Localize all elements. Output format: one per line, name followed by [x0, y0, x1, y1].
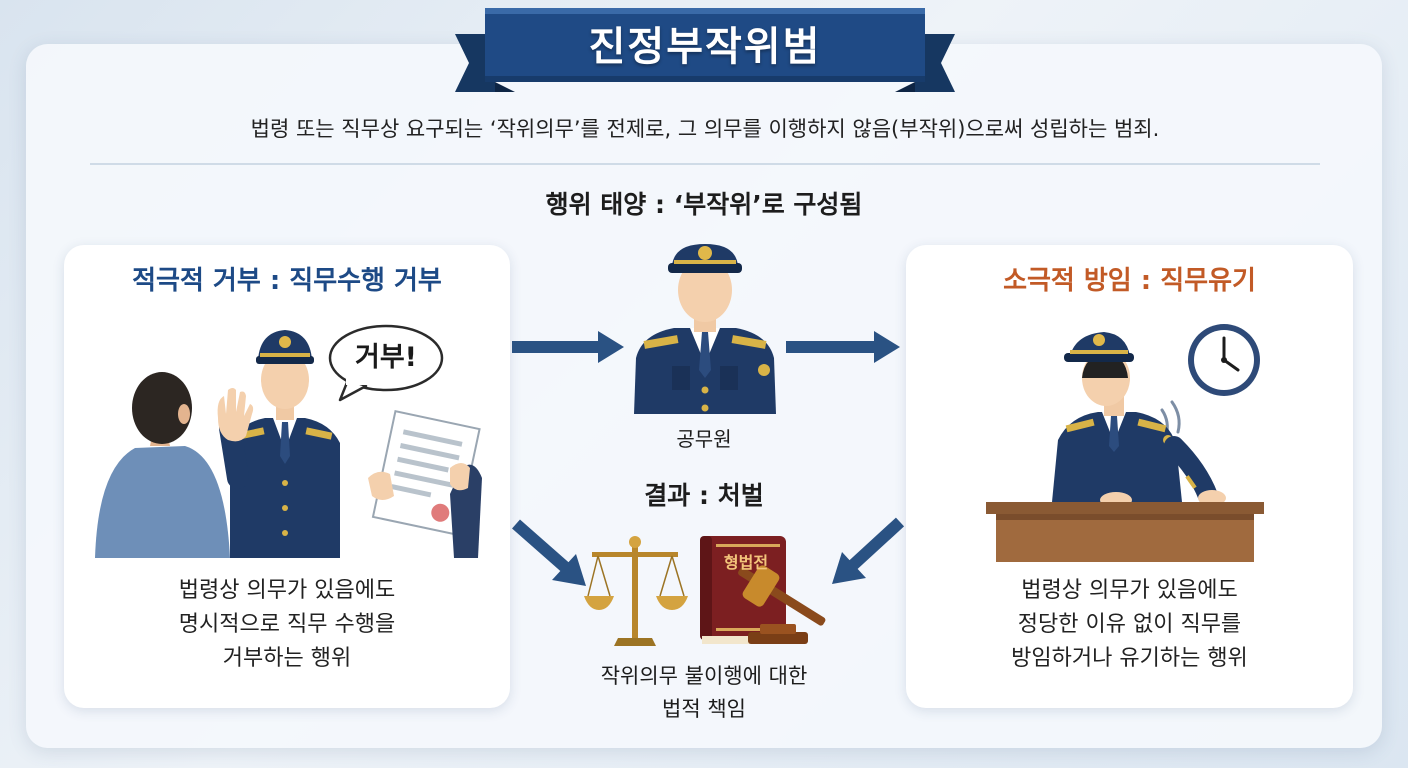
- refusal-illustration: [95, 330, 482, 558]
- justice-illustration: [584, 536, 826, 646]
- desk: [986, 502, 1264, 562]
- result-title: 결과 : 처벌: [644, 481, 764, 510]
- gavel-icon: [738, 565, 826, 644]
- arrow-right-icon-2: [786, 331, 900, 363]
- divider: [90, 163, 1320, 165]
- right-desc-line-1: 법령상 의무가 있음에도: [1021, 578, 1238, 603]
- title-banner: [455, 8, 955, 92]
- clock-icon: [1188, 324, 1260, 396]
- right-desc-line-3: 방임하거나 유기하는 행위: [1011, 646, 1248, 671]
- left-panel-description: 법령상 의무가 있음에도 명시적으로 직무 수행을 거부하는 행위: [64, 574, 510, 676]
- scales-icon: [584, 536, 688, 646]
- arrow-down-left-icon: [832, 517, 905, 584]
- officer-figure-right: [1052, 332, 1226, 508]
- law-book-icon: [700, 536, 786, 644]
- definition-text: 법령 또는 직무상 요구되는 ‘작위의무’를 전제로, 그 의무를 이행하지 않…: [250, 117, 1160, 141]
- left-desc-line-1: 법령상 의무가 있음에도: [178, 578, 396, 603]
- left-panel-heading: 적극적 거부 : 직무수행 거부: [132, 266, 442, 296]
- right-panel-heading: 소극적 방임 : 직무유기: [1003, 266, 1256, 296]
- page-title: 진정부작위범: [588, 24, 822, 70]
- subtitle: 행위 태양 : ‘부작위’로 구성됨: [545, 190, 863, 219]
- result-description: 작위의무 불이행에 대한 법적 책임: [544, 660, 864, 726]
- official-figure: [634, 244, 776, 414]
- left-desc-line-2: 명시적으로 직무 수행을: [178, 612, 396, 637]
- result-desc-line-2: 법적 책임: [662, 697, 746, 721]
- neglect-illustration: [986, 324, 1264, 562]
- official-label: 공무원: [676, 427, 732, 451]
- law-book-label: 형법전: [723, 553, 769, 572]
- speech-bubble: [328, 324, 444, 402]
- right-desc-line-2: 정당한 이유 없이 직무를: [1017, 612, 1242, 637]
- left-desc-line-3: 거부하는 행위: [222, 646, 352, 671]
- result-desc-line-1: 작위의무 불이행에 대한: [600, 664, 808, 688]
- officer-figure-left: [217, 330, 340, 558]
- arrow-down-right-icon: [512, 519, 586, 586]
- arrow-right-icon-1: [512, 331, 624, 363]
- speech-text: 거부!: [355, 342, 417, 373]
- right-panel-description: 법령상 의무가 있음에도 정당한 이유 없이 직무를 방임하거나 유기하는 행위: [906, 574, 1353, 676]
- civilian-figure: [95, 372, 230, 558]
